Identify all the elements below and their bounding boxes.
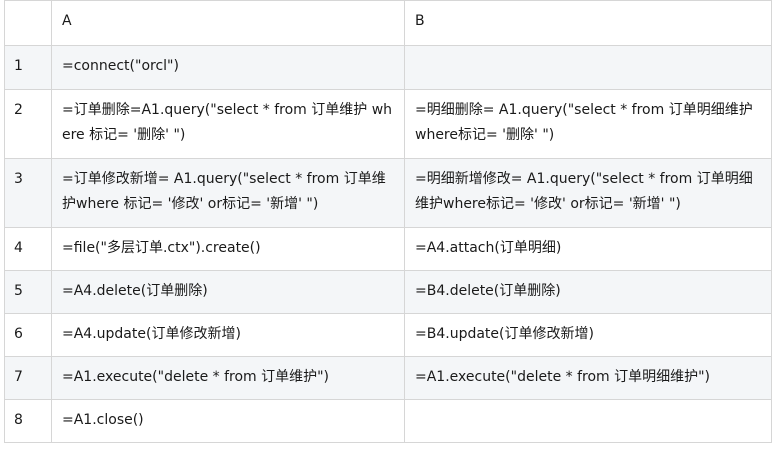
cell-b1[interactable] <box>404 45 772 90</box>
column-header-a[interactable]: A <box>51 0 405 46</box>
row-number[interactable]: 5 <box>4 270 52 314</box>
row-number[interactable]: 8 <box>4 399 52 443</box>
cell-b8[interactable] <box>404 399 772 443</box>
table-row: 6 =A4.update(订单修改新增) =B4.update(订单修改新增) <box>4 313 772 357</box>
cell-a4[interactable]: =file("多层订单.ctx").create() <box>51 227 405 271</box>
cell-b5[interactable]: =B4.delete(订单删除) <box>404 270 772 314</box>
row-number[interactable]: 6 <box>4 313 52 357</box>
cell-a2[interactable]: =订单删除=A1.query("select * from 订单维护 where… <box>51 89 405 159</box>
row-number[interactable]: 3 <box>4 158 52 228</box>
table-row: 2 =订单删除=A1.query("select * from 订单维护 whe… <box>4 89 772 159</box>
table-row: 4 =file("多层订单.ctx").create() =A4.attach(… <box>4 227 772 271</box>
column-header-b[interactable]: B <box>404 0 772 46</box>
cell-a5[interactable]: =A4.delete(订单删除) <box>51 270 405 314</box>
row-number[interactable]: 7 <box>4 356 52 400</box>
row-number[interactable]: 1 <box>4 45 52 90</box>
code-grid: A B 1 =connect("orcl") 2 =订单删除=A1.query(… <box>4 0 772 443</box>
cell-a1[interactable]: =connect("orcl") <box>51 45 405 90</box>
row-number[interactable]: 4 <box>4 227 52 271</box>
cell-a8[interactable]: =A1.close() <box>51 399 405 443</box>
header-row: A B <box>4 0 772 46</box>
row-number[interactable]: 2 <box>4 89 52 159</box>
cell-b6[interactable]: =B4.update(订单修改新增) <box>404 313 772 357</box>
cell-a7[interactable]: =A1.execute("delete * from 订单维护") <box>51 356 405 400</box>
cell-b2[interactable]: =明细删除= A1.query("select * from 订单明细维护whe… <box>404 89 772 159</box>
cell-b7[interactable]: =A1.execute("delete * from 订单明细维护") <box>404 356 772 400</box>
corner-cell[interactable] <box>4 0 52 46</box>
table-row: 1 =connect("orcl") <box>4 45 772 90</box>
table-row: 5 =A4.delete(订单删除) =B4.delete(订单删除) <box>4 270 772 314</box>
cell-b4[interactable]: =A4.attach(订单明细) <box>404 227 772 271</box>
cell-b3[interactable]: =明细新增修改= A1.query("select * from 订单明细维护w… <box>404 158 772 228</box>
cell-a6[interactable]: =A4.update(订单修改新增) <box>51 313 405 357</box>
table-row: 3 =订单修改新增= A1.query("select * from 订单维护w… <box>4 158 772 228</box>
table-row: 8 =A1.close() <box>4 399 772 443</box>
cell-a3[interactable]: =订单修改新增= A1.query("select * from 订单维护whe… <box>51 158 405 228</box>
table-row: 7 =A1.execute("delete * from 订单维护") =A1.… <box>4 356 772 400</box>
